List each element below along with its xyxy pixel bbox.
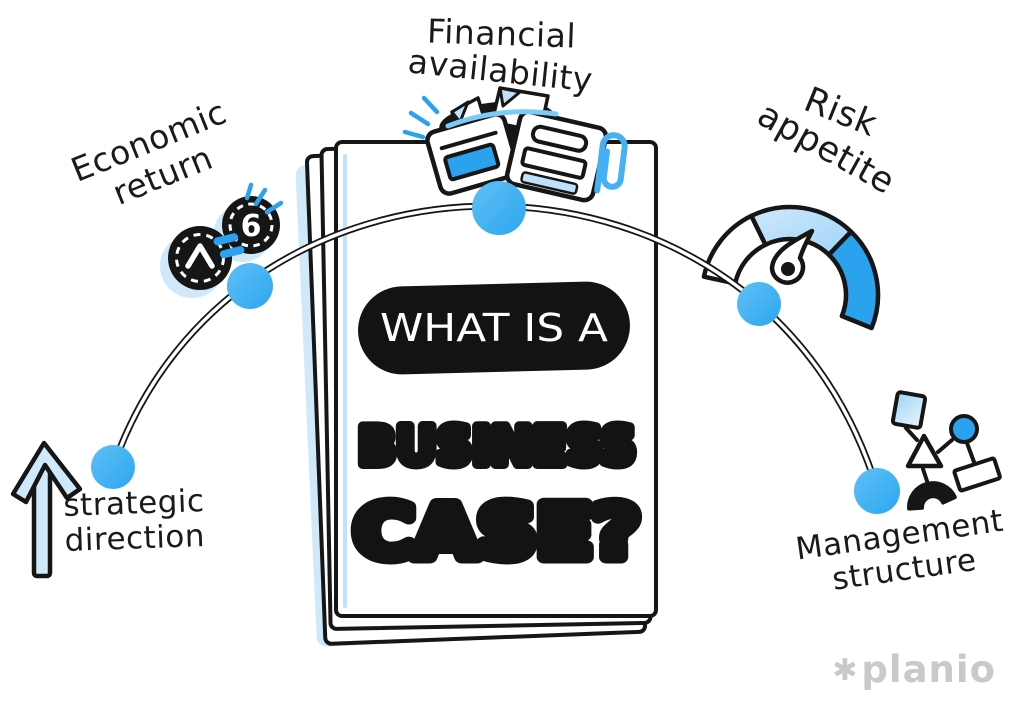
label-line: direction [64, 517, 206, 559]
coins-icon: 6 [160, 182, 284, 298]
sparkle-icon [402, 95, 440, 140]
sparkle-icon [244, 182, 284, 215]
node-dot-risk-appetite [737, 282, 781, 326]
node-dot-financial-availability [472, 181, 526, 235]
equals-icon [213, 233, 245, 259]
title-line2: CASE? [354, 490, 640, 574]
arc-nodes [91, 181, 900, 514]
wallet-icon [402, 86, 609, 203]
node-dot-management-structure [854, 468, 900, 514]
gauge-icon [701, 204, 881, 331]
planio-logo: ✱ planio [832, 648, 996, 691]
org-chart-icon [890, 390, 1002, 511]
title-badge-capsule [358, 281, 630, 375]
label-financial-availability: Financial availability [377, 11, 625, 99]
label-line: strategic [62, 483, 206, 524]
paper-stack [295, 140, 658, 647]
planio-logo-text: planio [861, 648, 996, 691]
paperclip-icon [594, 132, 628, 194]
arrow-up-icon [10, 440, 83, 579]
half-ring-shape [907, 481, 957, 511]
coin-value: 6 [241, 209, 262, 244]
arrow-up-glyph [185, 243, 215, 269]
node-dot-strategic-direction [91, 445, 135, 489]
title-badge-text: WHAT IS A [380, 306, 608, 350]
asterisk-icon: ✱ [832, 653, 859, 688]
title-block: WHAT IS A BUSINESS CASE? [348, 281, 647, 581]
title-line1: BUSINESS [358, 417, 636, 477]
label-strategic-direction: strategic direction [62, 483, 235, 559]
node-dot-economic-return [227, 263, 273, 309]
